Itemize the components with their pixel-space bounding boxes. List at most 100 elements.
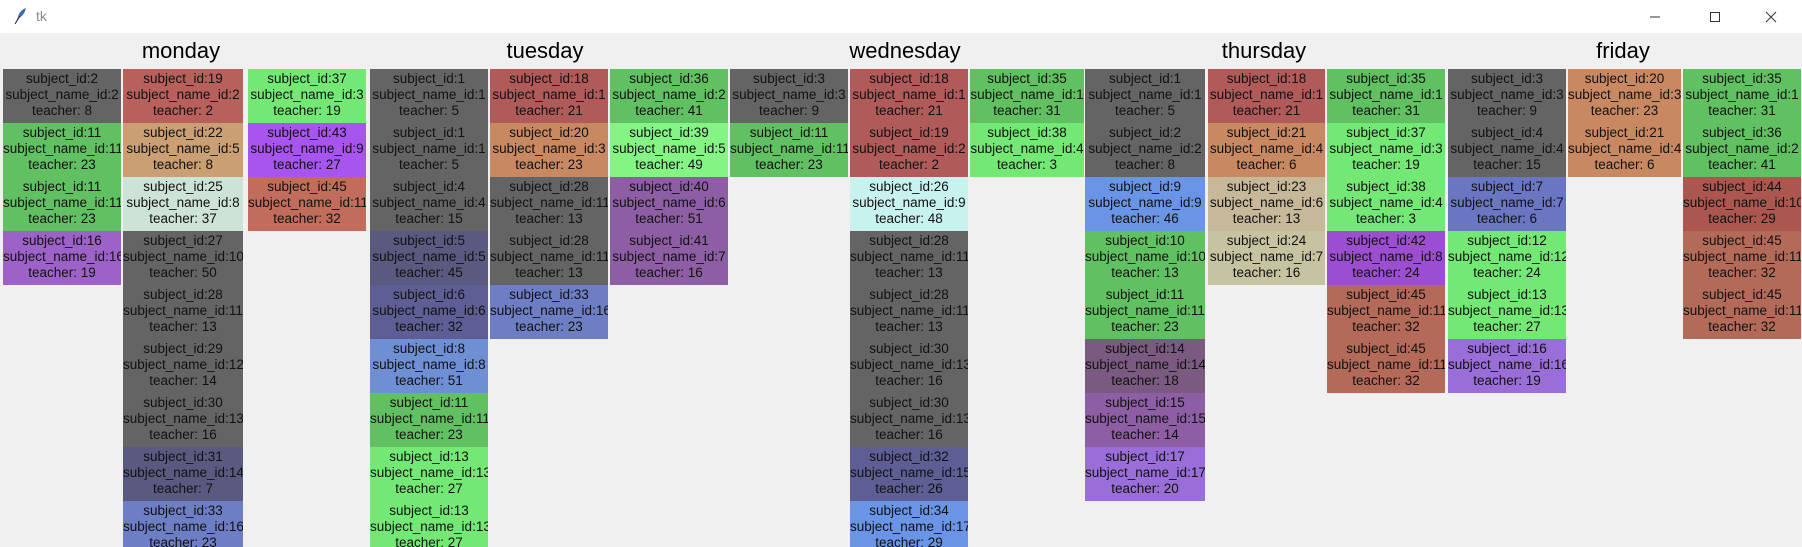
teacher-label: teacher: 20 [1111,481,1179,496]
subject-id-label: subject_id:11 [1105,287,1185,302]
subject-id-label: subject_id:17 [1105,449,1185,464]
teacher-label: teacher: 50 [149,265,217,280]
teacher-label: teacher: 6 [1236,157,1297,172]
subject-name-id-label: subject_name_id:11 [248,195,366,210]
teacher-label: teacher: 41 [1708,157,1776,172]
subject-name-id-label: subject_name_id:9 [1088,195,1202,210]
teacher-label: teacher: 23 [515,157,583,172]
subject-id-label: subject_id:28 [509,233,589,248]
teacher-label: teacher: 32 [1708,265,1776,280]
subject-id-label: subject_id:19 [143,71,223,86]
subject-name-id-label: subject_name_id:5 [372,249,486,264]
subject-name-id-label: subject_name_id:5 [126,141,240,156]
teacher-label: teacher: 23 [755,157,823,172]
subject-id-label: subject_id:26 [869,179,949,194]
subject-id-label: subject_id:16 [22,233,102,248]
subject-name-id-label: subject_name_id:11 [490,195,608,210]
subject-name-id-label: subject_name_id:17 [1085,465,1205,480]
teacher-label: teacher: 6 [1476,211,1538,226]
subject-id-label: subject_id:42 [1346,233,1426,248]
subject-id-label: subject_id:45 [267,179,347,194]
subject-name-id-label: subject_name_id:9 [250,141,364,156]
subject-name-id-label: subject_name_id:12 [1448,249,1566,264]
teacher-label: teacher: 9 [758,103,820,118]
subject-name-id-label: subject_name_id:11 [850,249,968,264]
subject-name-id-label: subject_name_id:6 [372,303,486,318]
subject-name-id-label: subject_name_id:2 [126,87,240,102]
subject-name-id-label: subject_name_id:13 [850,411,968,426]
subject-id-label: subject_id:14 [1105,341,1185,356]
minimize-button[interactable] [1632,0,1678,33]
window-title: tk [36,8,47,24]
subject-name-id-label: subject_name_id:11 [730,141,848,156]
minimize-icon [1650,16,1660,17]
teacher-label: teacher: 23 [28,211,96,226]
subject-name-id-label: subject_name_id:1 [372,87,486,102]
subject-name-id-label: subject_name_id:4 [1450,141,1564,156]
teacher-label: teacher: 16 [635,265,703,280]
teacher-label: teacher: 8 [31,103,93,118]
subject-name-id-label: subject_name_id:3 [250,87,364,102]
subject-id-label: subject_id:12 [1467,233,1547,248]
subject-id-label: subject_id:44 [1702,179,1782,194]
subject-name-id-label: subject_name_id:10 [123,249,243,264]
teacher-label: teacher: 6 [1594,157,1655,172]
teacher-label: teacher: 15 [1473,157,1541,172]
teacher-label: teacher: 13 [149,319,217,334]
subject-id-label: subject_id:1 [392,125,466,140]
subject-id-label: subject_id:27 [143,233,223,248]
day-header-tuesday: tuesday [506,38,584,63]
subject-name-id-label: subject_name_id:1 [372,141,486,156]
teacher-label: teacher: 23 [395,427,463,442]
subject-id-label: subject_id:6 [392,287,466,302]
subject-name-id-label: subject_name_id:2 [5,87,119,102]
subject-name-id-label: subject_name_id:6 [612,195,726,210]
teacher-label: teacher: 3 [996,157,1058,172]
subject-id-label: subject_id:11 [749,125,829,140]
subject-id-label: subject_id:45 [1702,233,1782,248]
teacher-label: teacher: 37 [149,211,217,226]
teacher-label: teacher: 51 [395,373,463,388]
subject-id-label: subject_id:30 [143,395,223,410]
subject-id-label: subject_id:13 [389,503,469,518]
teacher-label: teacher: 27 [395,481,463,496]
subject-name-id-label: subject_name_id:2 [1685,141,1799,156]
subject-name-id-label: subject_name_id:3 [1568,87,1681,102]
subject-name-id-label: subject_name_id:9 [852,195,966,210]
teacher-label: teacher: 15 [395,211,463,226]
maximize-button[interactable] [1692,0,1738,33]
teacher-label: teacher: 5 [398,103,460,118]
teacher-label: teacher: 27 [395,535,463,547]
teacher-label: teacher: 2 [878,157,940,172]
subject-id-label: subject_id:20 [1584,71,1665,86]
close-button[interactable] [1748,0,1794,33]
subject-id-label: subject_id:4 [392,179,466,194]
subject-name-id-label: subject_name_id:7 [612,249,726,264]
subject-name-id-label: subject_name_id:11 [370,411,488,426]
subject-name-id-label: subject_name_id:17 [850,519,968,534]
subject-id-label: subject_id:13 [389,449,469,464]
teacher-label: teacher: 8 [1114,157,1176,172]
subject-id-label: subject_id:11 [22,125,102,140]
